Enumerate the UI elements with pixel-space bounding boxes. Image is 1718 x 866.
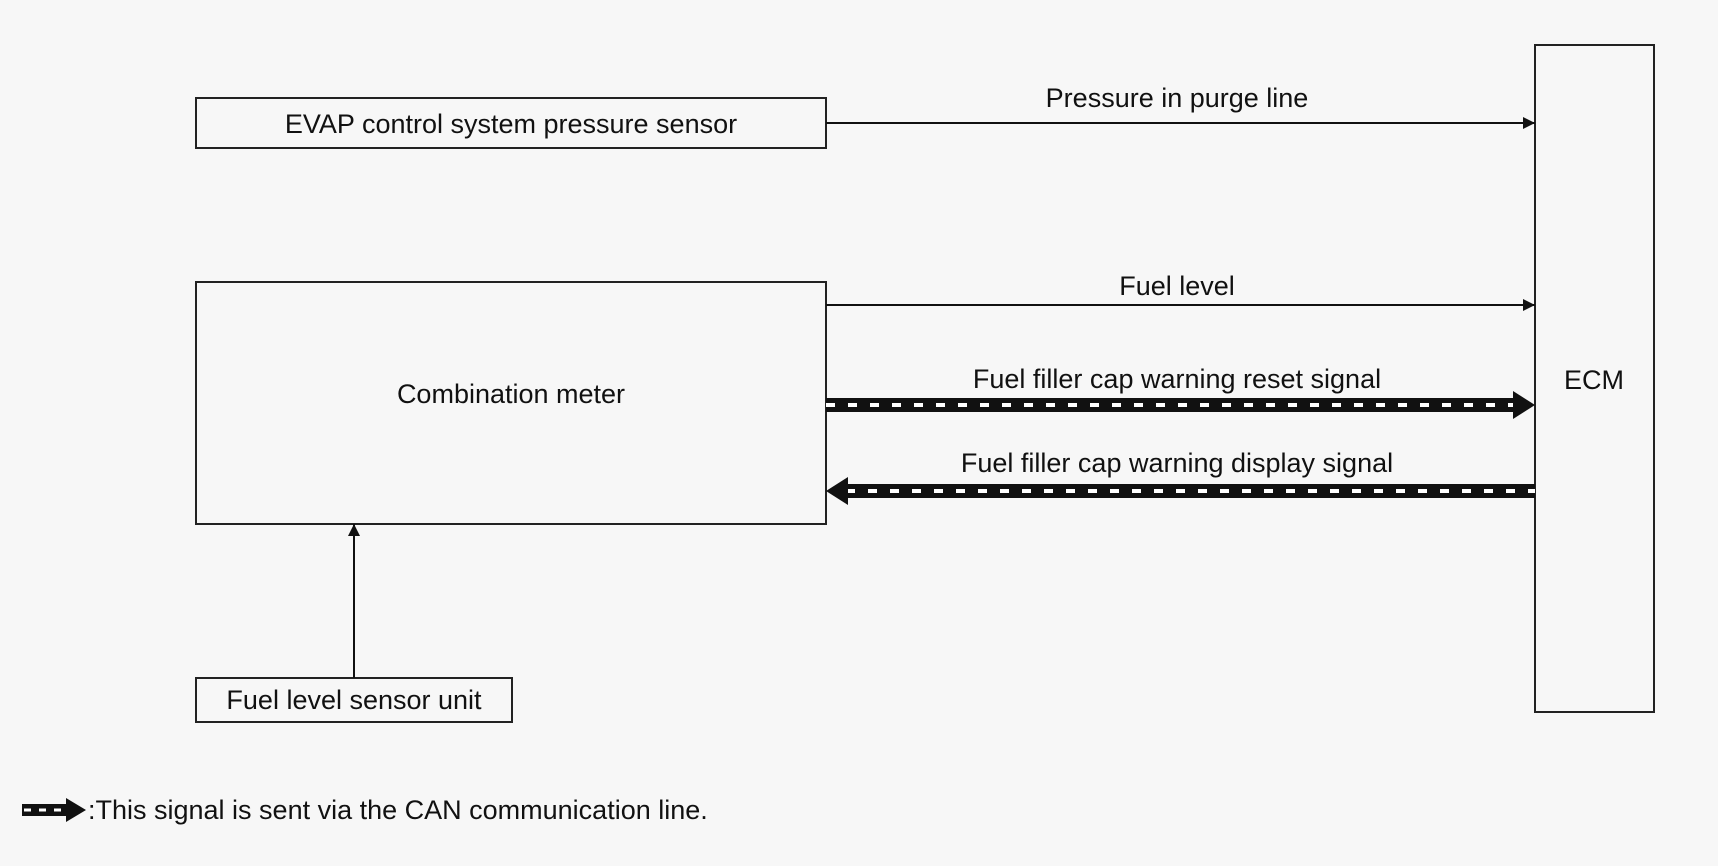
evap-sensor-node: EVAP control system pressure sensor — [195, 97, 827, 149]
reset-signal-label: Fuel filler cap warning reset signal — [973, 364, 1381, 394]
pressure-in-purge-line-label: Pressure in purge line — [1046, 83, 1309, 113]
display-signal-can-bar — [846, 484, 1535, 498]
combination-meter-node: Combination meter — [195, 281, 827, 525]
display-signal-label: Fuel filler cap warning display signal — [961, 448, 1393, 478]
ecm-label: ECM — [1564, 365, 1624, 395]
fuel-level-label: Fuel level — [1119, 271, 1235, 301]
fuel-level-sensor-unit-label: Fuel level sensor unit — [226, 685, 482, 715]
reset-signal: Fuel filler cap warning reset signal — [826, 364, 1535, 419]
combination-meter-label: Combination meter — [397, 379, 625, 409]
legend-text: :This signal is sent via the CAN communi… — [88, 794, 708, 825]
fuel-level-signal: Fuel level — [826, 271, 1535, 311]
legend: :This signal is sent via the CAN communi… — [22, 792, 708, 828]
evap-sensor-label: EVAP control system pressure sensor — [285, 109, 737, 139]
fuel-level-sensor-unit-node: Fuel level sensor unit — [195, 677, 513, 723]
display-signal: Fuel filler cap warning display signal — [826, 448, 1535, 505]
reset-signal-arrowhead — [1513, 391, 1535, 419]
ecm-node: ECM — [1534, 44, 1655, 713]
reset-signal-can-bar — [826, 398, 1515, 412]
can-line-legend-icon — [22, 798, 86, 822]
ecm-box — [1534, 44, 1655, 713]
pressure-in-purge-line-signal: Pressure in purge line — [826, 83, 1535, 129]
display-signal-arrowhead — [826, 477, 848, 505]
